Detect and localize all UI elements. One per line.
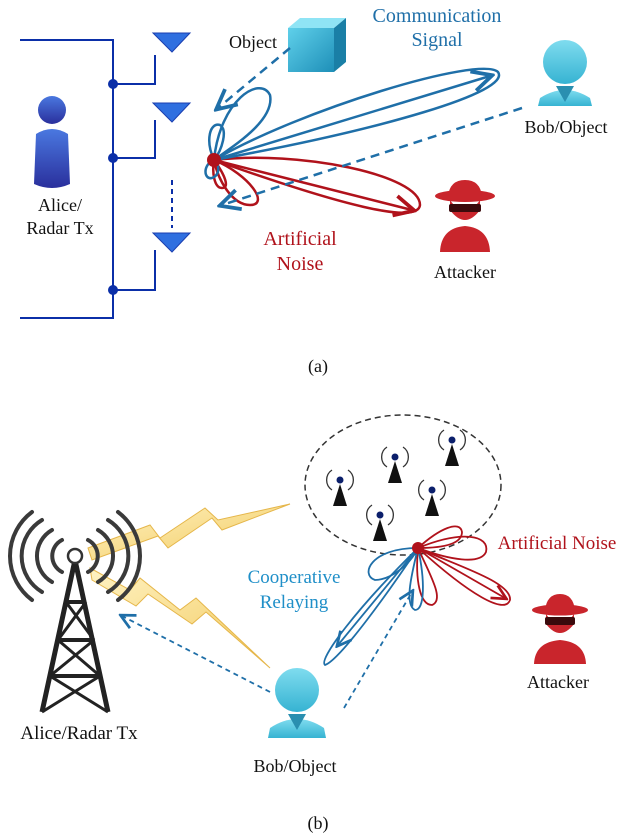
alice-label-line2: Radar Tx [26, 218, 93, 238]
radar-echo-paths [218, 47, 523, 205]
alice-label-line1: Alice/ [38, 195, 82, 215]
bob-person-icon [538, 40, 592, 106]
attacker-label: Attacker [527, 672, 589, 692]
tower-signal-waves [8, 510, 142, 602]
relay-transmit-node [412, 542, 424, 554]
coop-label-line1: Cooperative [248, 567, 341, 588]
comm-signal-label-line2: Signal [411, 29, 463, 51]
bob-person-icon [268, 668, 326, 738]
attacker-label: Attacker [434, 262, 496, 282]
noise-label-line2: Noise [277, 253, 324, 275]
object-label: Object [229, 32, 277, 52]
relay-antenna-node-icon [326, 429, 466, 541]
bob-label: Bob/Object [254, 756, 337, 776]
attacker-hacker-icon [435, 180, 495, 252]
object-cube-icon [288, 18, 346, 72]
noise-label-line1: Artificial [263, 228, 337, 250]
artificial-noise-beam [415, 525, 511, 606]
attacker-hacker-icon [532, 594, 588, 664]
radio-tower-icon [39, 559, 111, 714]
alice-person-icon [34, 96, 70, 188]
feed-junctions [108, 79, 118, 295]
coop-label-line2: Relaying [260, 592, 329, 613]
panel-b: Alice/Radar Tx Cooperative Relaying Arti… [8, 414, 617, 834]
relay-cluster-boundary [304, 414, 502, 556]
lightning-link-icon [87, 503, 291, 669]
bob-label: Bob/Object [525, 117, 608, 137]
panel-a: Alice/ Radar Tx Object Communication Sig… [20, 5, 608, 377]
alice-label: Alice/Radar Tx [20, 723, 138, 744]
antenna-element-icon [151, 32, 192, 253]
caption-a: (a) [308, 356, 328, 377]
tower-hub [66, 547, 84, 565]
transmitter-node [207, 153, 221, 167]
relay-paths [122, 592, 412, 709]
cooperative-beam [323, 547, 424, 667]
caption-b: (b) [308, 813, 329, 834]
artificial-noise-beam [212, 156, 422, 213]
feed-network [20, 39, 173, 319]
communication-beam [204, 67, 501, 180]
noise-label: Artificial Noise [498, 533, 617, 554]
comm-signal-label-line1: Communication [373, 5, 502, 27]
